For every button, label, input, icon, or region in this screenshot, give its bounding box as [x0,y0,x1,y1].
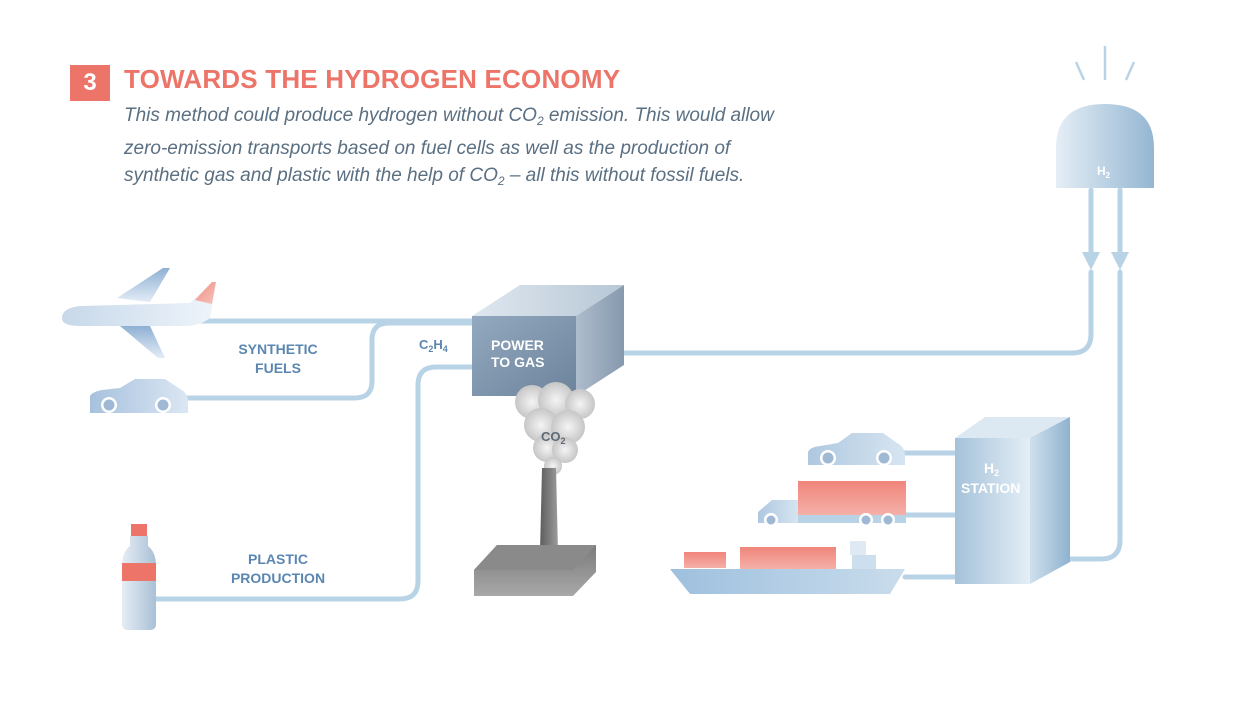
page-title: TOWARDS THE HYDROGEN ECONOMY [124,64,621,94]
power-to-gas-label-2: TO GAS [491,354,544,370]
h2-station-label-2: STATION [961,480,1020,496]
car-icon [90,379,188,413]
arrow-down-icon [1111,252,1129,270]
arrow-down-icon [1082,252,1100,270]
co2-label: CO2 [541,429,566,446]
description-line-2: zero-emission transports based on fuel c… [124,138,731,159]
pipe-car [182,320,478,401]
pipes [152,187,1123,602]
section-number: 3 [70,65,110,101]
h2-station-box [955,417,1070,584]
bottle-icon [122,524,156,630]
labels: SYNTHETIC FUELS PLASTIC PRODUCTION C2H4 [231,337,448,586]
synthetic-fuels-label-1: SYNTHETIC [238,341,317,357]
ship-icon [670,541,905,594]
smoke-cloud [515,382,595,475]
pipe-plastic [152,364,478,602]
description-line-3: synthetic gas and plastic with the help … [124,165,745,188]
h2-tank-label: H2 [1097,164,1111,180]
synthetic-fuels-label-2: FUELS [255,360,301,376]
power-to-gas-box [472,285,624,396]
plastic-production-label-1: PLASTIC [248,551,308,567]
chimney-icon [474,468,596,596]
description-line-1: This method could produce hydrogen witho… [124,105,774,128]
car-icon [808,433,905,466]
box-labels: POWER TO GAS CO2 H2 H2 STATION [491,164,1111,496]
plastic-production-label-2: PRODUCTION [231,570,325,586]
c2h4-label: C2H4 [419,337,448,354]
pipe-ptg-to-h2 [593,269,1094,356]
pipe-h2-to-station [1042,269,1123,562]
airplane-icon [62,268,216,358]
h2-tank-icon [1056,46,1154,188]
power-to-gas-label-1: POWER [491,337,544,353]
h2-station-label-1: H2 [984,460,999,478]
description: This method could produce hydrogen witho… [124,102,904,195]
truck-icon [758,481,906,527]
